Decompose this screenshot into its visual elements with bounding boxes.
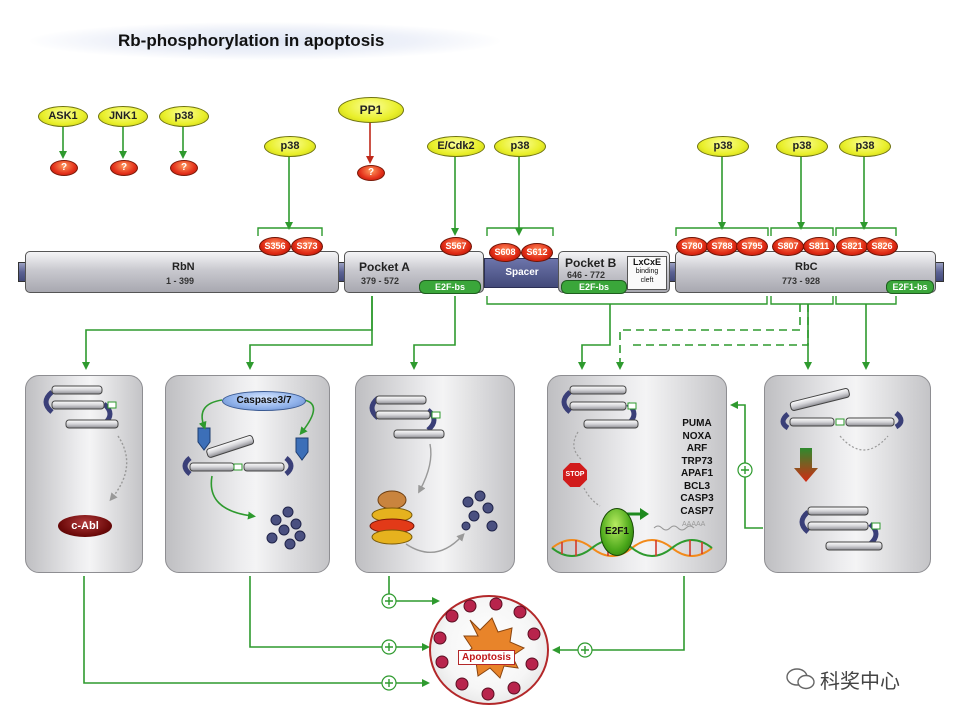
kinase-site-arrows xyxy=(285,155,868,236)
domain-rbn-name: RbN xyxy=(172,261,195,273)
site-s373: S373 xyxy=(291,237,323,256)
domain-pocket-b-e2f-bs: E2F-bs xyxy=(561,280,627,294)
peptide-fragments-3 xyxy=(461,490,498,532)
site-s356: S356 xyxy=(259,237,291,256)
lxcxe-sub1: binding xyxy=(635,268,659,275)
unknown-target: ? xyxy=(110,160,138,176)
kinase-p38-b: p38 xyxy=(494,136,546,157)
domain-rbc-e2f1-bs: E2F1-bs xyxy=(886,280,934,294)
gene-bcl3: BCL3 xyxy=(683,480,711,492)
domain-pocket-b-name: Pocket B xyxy=(565,256,617,270)
kinase-jnk1: JNK1 xyxy=(98,106,148,127)
kinase-unknown-arrows xyxy=(59,124,187,159)
domain-pocket-b: Pocket B 646 - 772 E2F-bs LxCxE binding … xyxy=(558,251,670,294)
site-s811: S811 xyxy=(803,237,835,256)
site-s780: S780 xyxy=(676,237,708,256)
domain-pocket-b-range: 646 - 772 xyxy=(567,270,606,280)
rb-fold-glyph-3 xyxy=(369,395,445,439)
domain-pocket-a-range: 379 - 572 xyxy=(361,276,400,286)
gene-arf: ARF xyxy=(686,443,708,454)
caspase-scissor-left xyxy=(197,427,211,451)
site-s612: S612 xyxy=(521,243,553,262)
rb-open-glyph xyxy=(780,388,904,431)
gene-puma: PUMA xyxy=(682,418,712,429)
domain-pocket-a-e2f-bs: E2F-bs xyxy=(419,280,481,294)
gene-trp73: TRP73 xyxy=(681,455,713,467)
kinase-p38-a: p38 xyxy=(264,136,316,157)
apoptotic-core xyxy=(461,617,526,679)
plus-signs xyxy=(385,466,749,687)
target-gene-list: PUMA NOXA ARF TRP73 APAF1 BCL3 CASP3 CAS… xyxy=(675,418,719,518)
domain-rbn-range: 1 - 399 xyxy=(166,276,195,286)
caspase-scissor-right xyxy=(295,437,309,461)
site-s826: S826 xyxy=(866,237,898,256)
e2f1-node: E2F1 xyxy=(600,508,634,556)
wechat-icon xyxy=(786,668,815,690)
domain-pocket-a-name: Pocket A xyxy=(359,260,410,274)
domain-rbc: RbC 773 - 928 E2F1-bs xyxy=(675,251,936,294)
lxcxe-sub2: cleft xyxy=(640,277,654,284)
mrna-tail: AAAAA xyxy=(682,521,706,528)
diagram-title: Rb-phosphorylation in apoptosis xyxy=(118,31,385,50)
lxcxe-label: LxCxE xyxy=(632,257,661,267)
rb-fold-glyph xyxy=(43,385,119,429)
gene-noxa: NOXA xyxy=(682,430,712,442)
kinase-ecdk2: E/Cdk2 xyxy=(427,136,485,157)
gene-casp3: CASP3 xyxy=(680,493,714,504)
panel-routes xyxy=(82,296,870,529)
kinase-p38-e: p38 xyxy=(839,136,891,157)
domain-pocket-a: Pocket A 379 - 572 E2F-bs xyxy=(344,251,484,294)
domain-spacer: Spacer xyxy=(484,258,560,288)
domain-rbc-name: RbC xyxy=(795,261,818,273)
proteasome xyxy=(369,490,415,545)
rb-fold-glyph-4 xyxy=(561,385,639,429)
kinase-p38-c: p38 xyxy=(697,136,749,157)
site-brackets xyxy=(257,227,897,305)
stop-sign: STOP xyxy=(563,463,587,487)
unknown-target: ? xyxy=(50,160,78,176)
gene-casp7: CASP7 xyxy=(680,505,714,517)
phosphatase-pp1: PP1 xyxy=(338,97,404,123)
unknown-target: ? xyxy=(357,165,385,181)
domain-rbc-range: 773 - 928 xyxy=(782,276,821,286)
title-glow xyxy=(30,22,500,60)
caspase-node: Caspase3/7 xyxy=(222,391,306,411)
cabl-node: c-Abl xyxy=(58,515,112,537)
apoptotic-bodies xyxy=(433,597,541,701)
lxcxe-cleft: LxCxE binding cleft xyxy=(627,256,667,290)
site-s567: S567 xyxy=(440,237,472,256)
apoptosis-label: Apoptosis xyxy=(458,650,515,665)
kinase-p38-top: p38 xyxy=(159,106,209,127)
domain-rbn: RbN 1 - 399 xyxy=(25,251,339,293)
watermark-text: 科奖中心 xyxy=(820,671,900,693)
site-s608: S608 xyxy=(489,243,521,262)
kinase-ask1: ASK1 xyxy=(38,106,88,127)
transition-arrow xyxy=(794,448,818,482)
peptide-fragments xyxy=(266,506,306,550)
rb-fold-glyph-5 xyxy=(799,506,883,551)
gene-apaf1: APAF1 xyxy=(680,468,714,479)
kinase-p38-d: p38 xyxy=(776,136,828,157)
site-s795: S795 xyxy=(736,237,768,256)
rb-cleaved-glyph xyxy=(182,435,294,476)
unknown-target: ? xyxy=(170,160,198,176)
apoptosis-routes xyxy=(83,576,685,687)
